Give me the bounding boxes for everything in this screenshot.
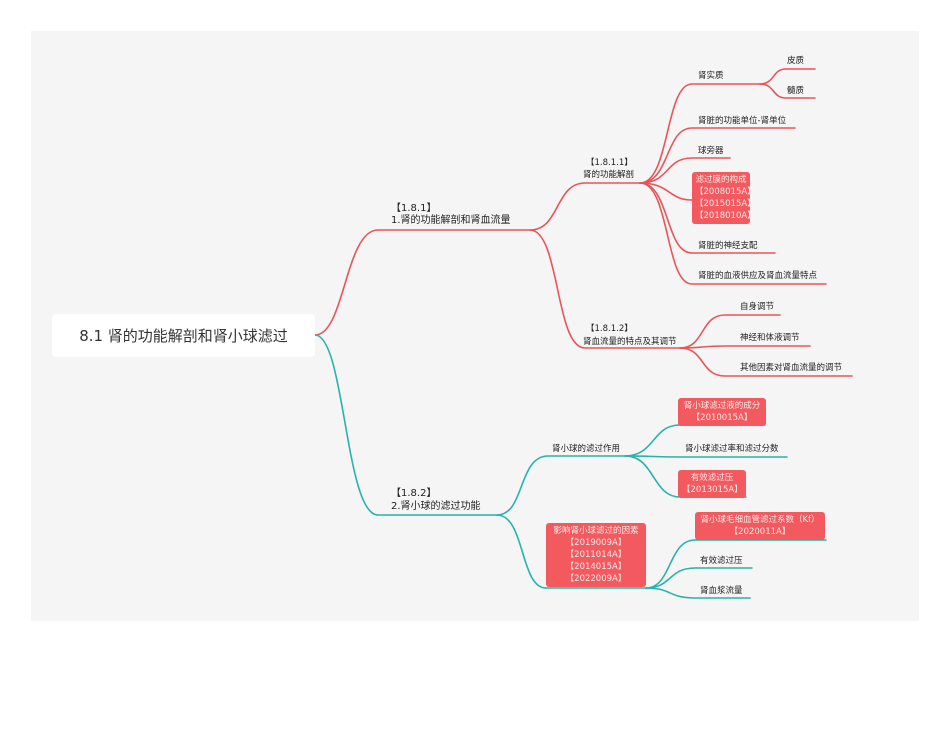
node-shenjingtiye[interactable]: 神经和体液调节 bbox=[740, 333, 800, 343]
sub-a2-code[interactable]: 【1.8.1.2】 bbox=[586, 324, 633, 334]
sub-b1-title[interactable]: 肾小球的滤过作用 bbox=[552, 444, 621, 454]
root-topic[interactable]: 8.1 肾的功能解剖和肾小球滤过 bbox=[52, 314, 315, 357]
node-shenjing[interactable]: 肾脏的神经支配 bbox=[698, 241, 758, 251]
link-suizhi bbox=[759, 83, 816, 99]
sub-a1-code[interactable]: 【1.8.1.1】 bbox=[586, 158, 633, 168]
link-danwei bbox=[639, 127, 796, 184]
sub-a1-title[interactable]: 肾的功能解剖 bbox=[583, 170, 635, 180]
lvguomo-code-1: 【2008015A】 bbox=[695, 187, 756, 197]
link-b-sub2 bbox=[496, 514, 547, 589]
node-xueye[interactable]: 肾脏的血液供应及肾血流量特点 bbox=[698, 271, 818, 281]
link-lvguomo bbox=[639, 182, 693, 201]
factors-code-3: 【2014015A】 bbox=[565, 562, 627, 572]
node-zishen[interactable]: 自身调节 bbox=[740, 302, 775, 312]
factors-code-1: 【2019009A】 bbox=[565, 538, 627, 548]
node-youxiao[interactable]: 有效滤过压 【2013015A】 bbox=[678, 470, 746, 498]
factors-code-4: 【2022009A】 bbox=[565, 574, 627, 584]
youxiao-title: 有效滤过压 bbox=[690, 473, 734, 483]
node-shishizhi[interactable]: 肾实质 bbox=[698, 71, 724, 81]
link-a-sub2 bbox=[529, 229, 681, 349]
link-zishen bbox=[679, 314, 781, 349]
branch-b-code[interactable]: 【1.8.2】 bbox=[391, 488, 437, 499]
link-b-sub1 bbox=[496, 455, 626, 516]
link-root-branch-b bbox=[314, 334, 379, 516]
sub-b2-factors[interactable]: 影响肾小球滤过的因素 【2019009A】 【2011014A】 【201401… bbox=[546, 523, 646, 587]
branch-a-title[interactable]: 1.肾的功能解剖和肾血流量 bbox=[391, 215, 511, 226]
chengfen-title: 肾小球滤过液的成分 bbox=[683, 401, 761, 411]
link-pizhi bbox=[759, 68, 816, 85]
node-xuejiang[interactable]: 肾血浆流量 bbox=[700, 586, 743, 596]
lvguomo-title: 滤过膜的构成 bbox=[695, 175, 747, 185]
link-shenjingtiye bbox=[679, 345, 811, 349]
link-xuejiang bbox=[645, 587, 751, 599]
factors-code-2: 【2011014A】 bbox=[565, 550, 627, 560]
link-root-branch-a bbox=[314, 229, 379, 336]
node-qita[interactable]: 其他因素对肾血流量的调节 bbox=[740, 363, 843, 373]
link-a-sub1 bbox=[529, 182, 641, 231]
node-youxiao2[interactable]: 有效滤过压 bbox=[700, 556, 743, 566]
link-qiupangqi bbox=[639, 157, 731, 184]
chengfen-code: 【2010015A】 bbox=[691, 413, 753, 423]
lvguomo-code-3: 【2018010A】 bbox=[695, 211, 756, 221]
branch-b-title[interactable]: 2.肾小球的滤过功能 bbox=[391, 501, 481, 512]
node-pizhi[interactable]: 皮质 bbox=[787, 56, 805, 66]
node-danwei[interactable]: 肾脏的功能单位-肾单位 bbox=[698, 116, 787, 126]
node-lvguomo[interactable]: 滤过膜的构成 【2008015A】 【2015015A】 【2018010A】 bbox=[692, 172, 756, 224]
link-qita bbox=[679, 347, 853, 377]
node-qiupangqi[interactable]: 球旁器 bbox=[698, 146, 724, 156]
link-youxiao2 bbox=[645, 567, 753, 589]
kf-title: 肾小球毛细血管滤过系数（Kf） bbox=[700, 515, 820, 525]
kf-code: 【2020011A】 bbox=[729, 527, 791, 537]
link-lvguolv bbox=[624, 455, 788, 458]
branch-a-code[interactable]: 【1.8.1】 bbox=[391, 203, 437, 214]
youxiao-code: 【2013015A】 bbox=[682, 485, 743, 495]
node-lvguolv[interactable]: 肾小球滤过率和滤过分数 bbox=[685, 444, 779, 454]
sub-a2-title[interactable]: 肾血流量的特点及其调节 bbox=[583, 337, 677, 347]
factors-title: 影响肾小球滤过的因素 bbox=[553, 526, 639, 536]
node-kf[interactable]: 肾小球毛细血管滤过系数（Kf） 【2020011A】 bbox=[695, 512, 825, 540]
node-suizhi[interactable]: 髓质 bbox=[787, 86, 805, 96]
lvguomo-code-2: 【2015015A】 bbox=[695, 199, 756, 209]
node-chengfen[interactable]: 肾小球滤过液的成分 【2010015A】 bbox=[678, 398, 766, 426]
link-a1-shishizhi bbox=[639, 83, 761, 184]
link-xueye bbox=[639, 182, 827, 285]
link-kf bbox=[645, 539, 827, 589]
